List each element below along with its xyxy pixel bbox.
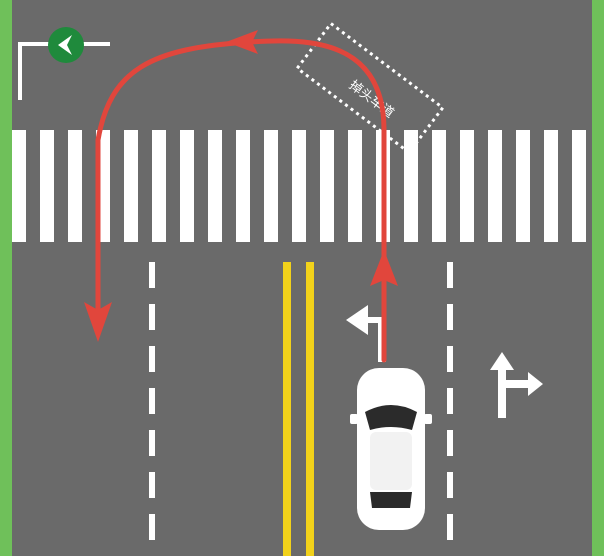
crosswalk-stripe [236, 130, 250, 242]
car-mirror-right [424, 414, 432, 424]
left-curb [0, 0, 12, 556]
crosswalk-stripe [516, 130, 530, 242]
crosswalk-stripe [432, 130, 446, 242]
crosswalk-stripe [544, 130, 558, 242]
route-arrowhead-end [84, 302, 112, 342]
chevron-left-icon [58, 35, 72, 55]
left-turn-arrow-icon [346, 305, 386, 362]
crosswalk-stripe [460, 130, 474, 242]
direction-sign [48, 27, 84, 63]
crosswalk-stripe [68, 130, 82, 242]
car-windshield [365, 405, 417, 430]
crosswalk-stripe [152, 130, 166, 242]
crosswalk-stripe [264, 130, 278, 242]
crosswalk-stripe [488, 130, 502, 242]
car-roof [370, 432, 412, 490]
crosswalk [12, 130, 586, 242]
crosswalk-stripe [572, 130, 586, 242]
car [350, 368, 432, 530]
crosswalk-stripe [40, 130, 54, 242]
route-arrowhead-forward [370, 250, 398, 286]
crosswalk-stripe [292, 130, 306, 242]
car-rear-window [370, 492, 412, 508]
u-turn-route [84, 30, 398, 363]
crosswalk-stripe [320, 130, 334, 242]
right-curb [592, 0, 604, 556]
crosswalk-stripe [124, 130, 138, 242]
route-arrowhead-top [226, 30, 258, 54]
crosswalk-stripe [404, 130, 418, 242]
straight-right-arrow-icon [490, 352, 543, 418]
crosswalk-stripe [12, 130, 26, 242]
crosswalk-stripe [180, 130, 194, 242]
crosswalk-stripe [208, 130, 222, 242]
car-mirror-left [350, 414, 358, 424]
crosswalk-stripe [348, 130, 362, 242]
